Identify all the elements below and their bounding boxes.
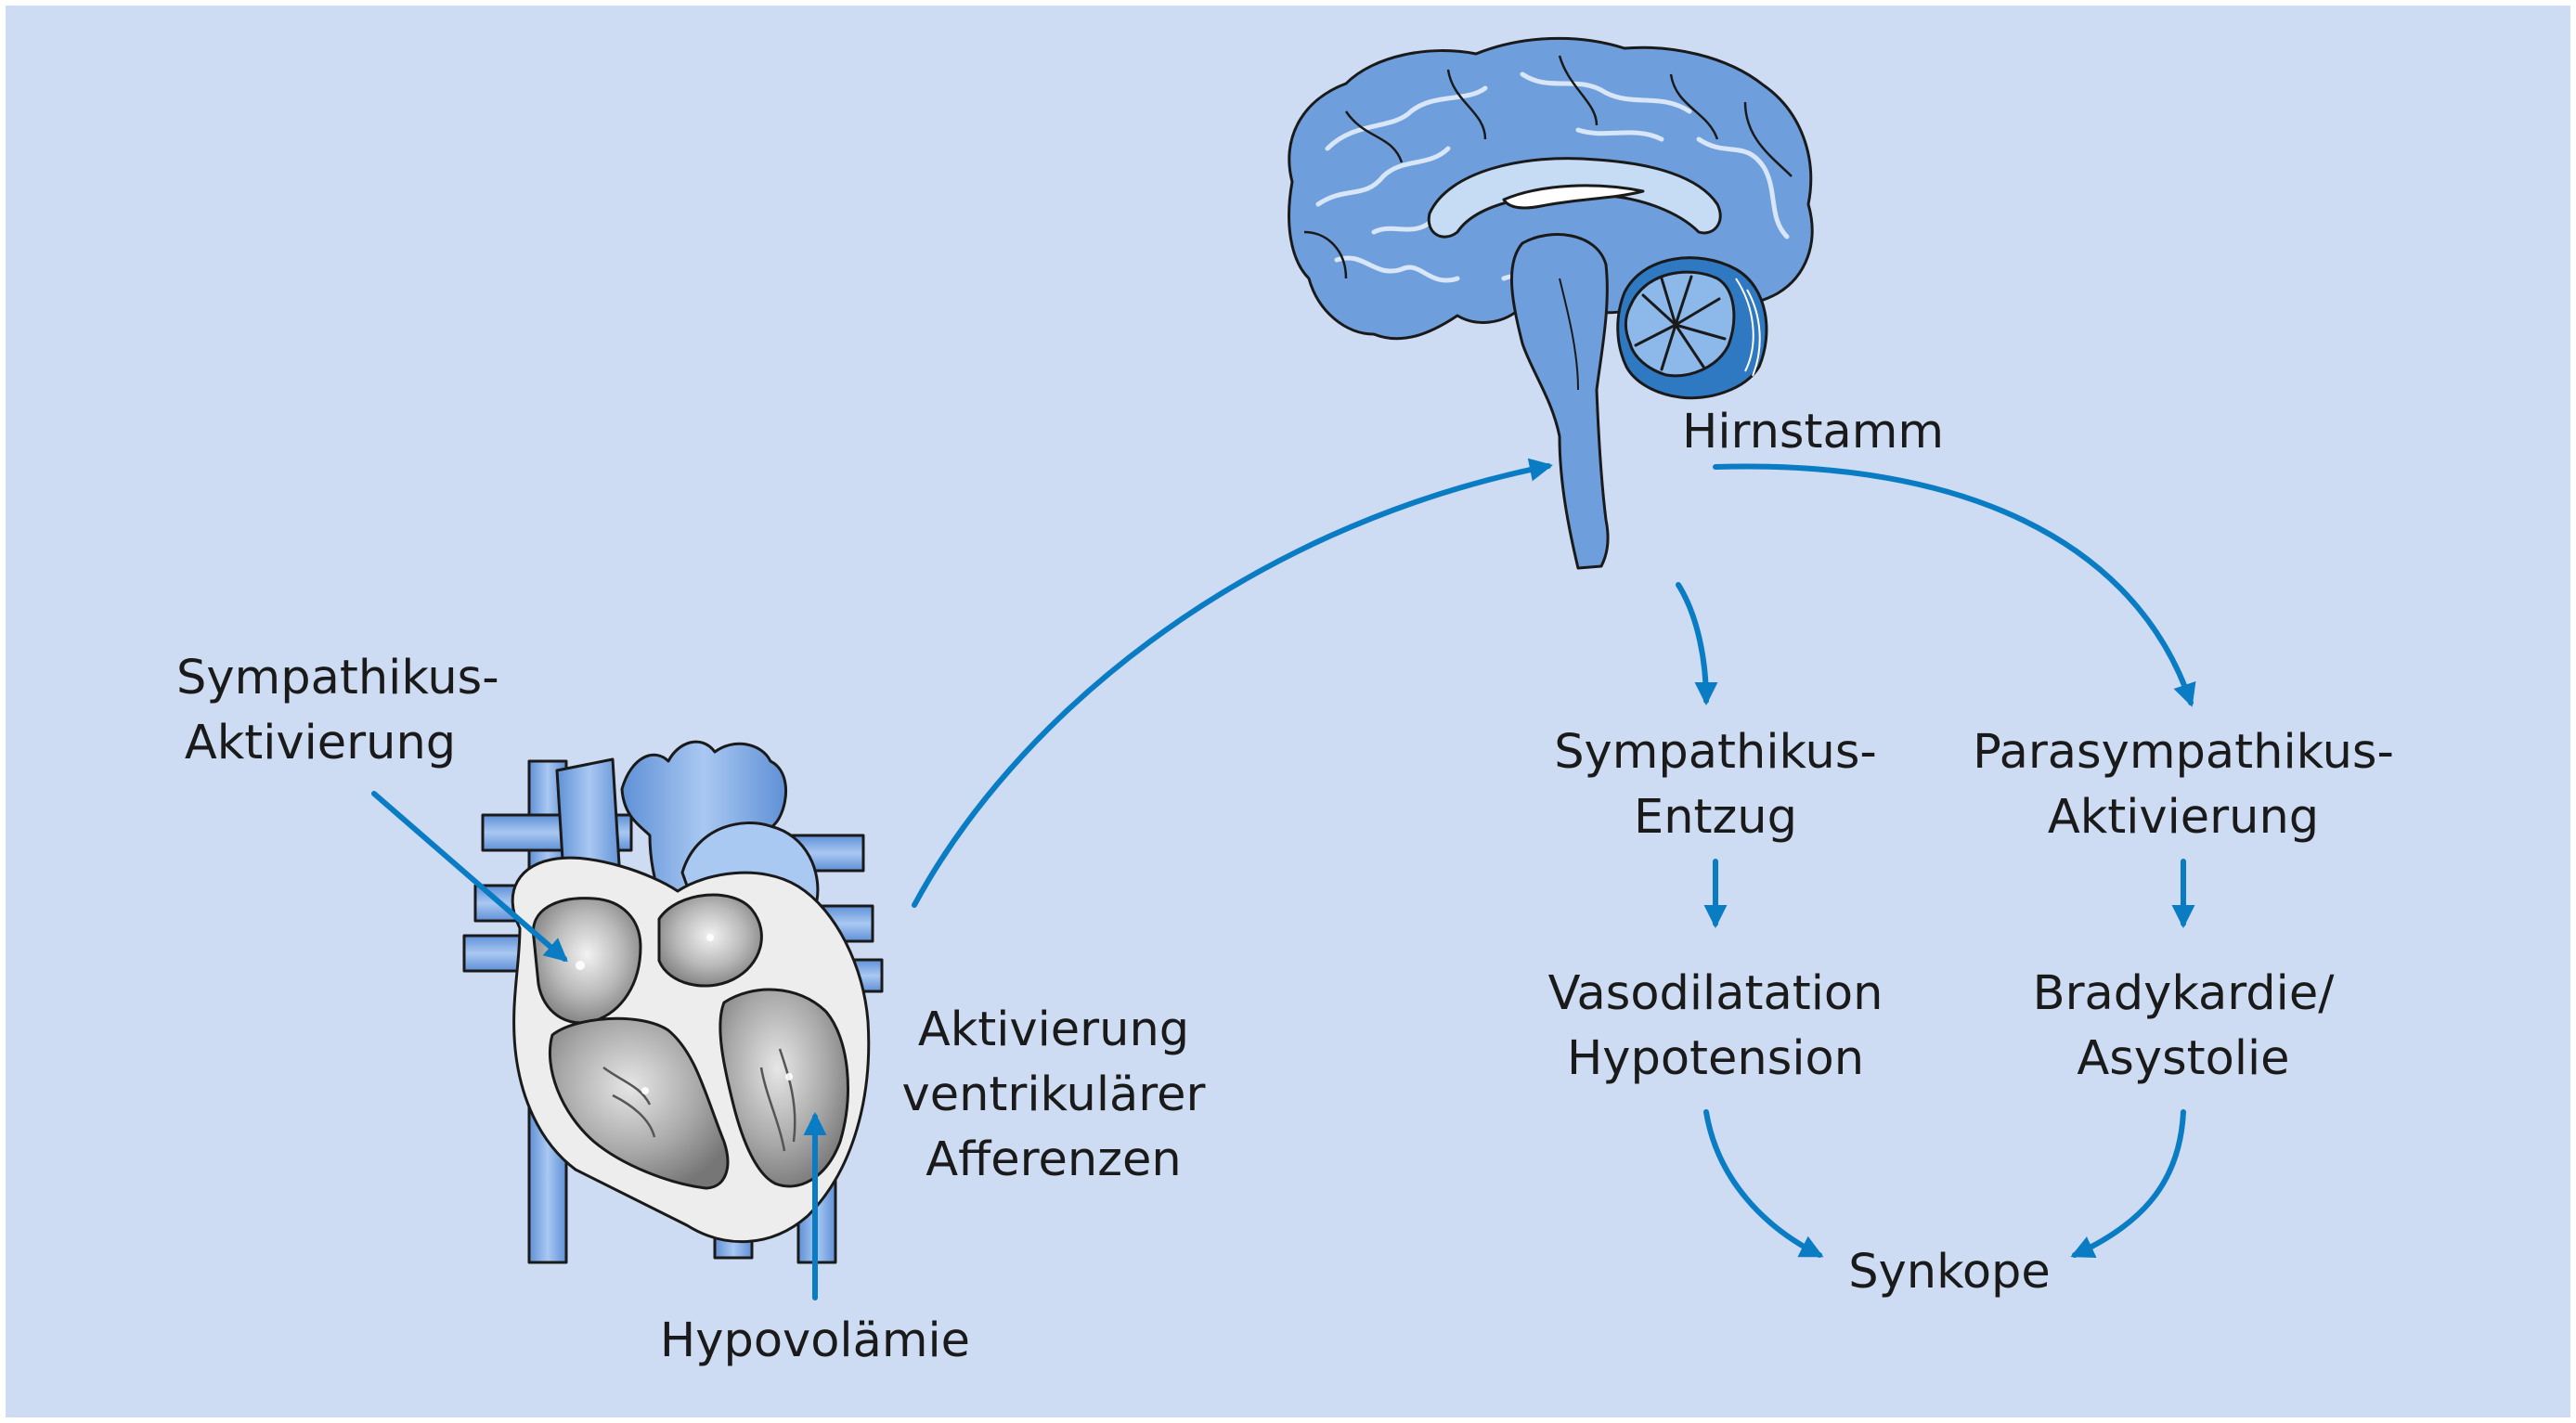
label-aktivierung-ventrikulaerer-afferenzen: Aktivierung ventrikulärer Afferenzen	[896, 998, 1211, 1193]
label-line: Aktivierung	[184, 716, 457, 770]
label-line: Aktivierung	[917, 1003, 1190, 1057]
label-line: Asystolie	[2077, 1031, 2290, 1086]
label-vasodilatation-hypotension: Vasodilatation Hypotension	[1521, 962, 1910, 1092]
label-bradykardie-asystolie: Bradykardie/ Asystolie	[2007, 962, 2360, 1092]
label-line: Entzug	[1633, 790, 1797, 845]
label-hirnstamm-text: Hirnstamm	[1682, 405, 1945, 459]
label-synkope: Synkope	[1810, 1240, 2089, 1305]
background-panel	[6, 6, 2570, 1417]
arrow-bradykardie-to-synkope	[2070, 1109, 2186, 1258]
arrow-brainstem-to-parasympathikus	[1713, 463, 2196, 707]
label-hirnstamm: Hirnstamm	[1682, 400, 1944, 465]
label-line: Sympathikus-	[176, 651, 499, 705]
brain-icon	[1288, 36, 1814, 570]
label-hypovolaemie: Hypovolämie	[650, 1309, 980, 1374]
label-line: Hypotension	[1566, 1031, 1865, 1086]
heart-icon	[462, 740, 884, 1264]
label-line: Vasodilatation	[1547, 966, 1883, 1021]
label-line: ventrikulärer	[901, 1067, 1206, 1122]
label-line: Afferenzen	[926, 1132, 1182, 1187]
label-line: Bradykardie/	[2032, 966, 2335, 1021]
label-line: Aktivierung	[2047, 790, 2320, 845]
label-synkope-text: Synkope	[1848, 1245, 2051, 1300]
arrow-vasodilatation-to-synkope	[1703, 1109, 1824, 1258]
label-sympathikus-entzug: Sympathikus- Entzug	[1548, 720, 1883, 850]
arrow-sympathikus-into-heart	[371, 791, 568, 963]
label-line: Sympathikus-	[1554, 725, 1877, 780]
label-hypovolaemie-text: Hypovolämie	[659, 1313, 971, 1368]
flow-arrows	[371, 458, 2196, 1300]
label-sympathikus-aktivierung: Sympathikus- Aktivierung	[176, 646, 499, 776]
label-parasympathikus-aktivierung: Parasympathikus- Aktivierung	[1970, 720, 2397, 850]
label-line: Parasympathikus-	[1973, 725, 2394, 780]
arrow-brainstem-to-sympathikus-entzug	[1676, 582, 1718, 706]
arrow-heart-to-brainstem	[912, 458, 1553, 908]
